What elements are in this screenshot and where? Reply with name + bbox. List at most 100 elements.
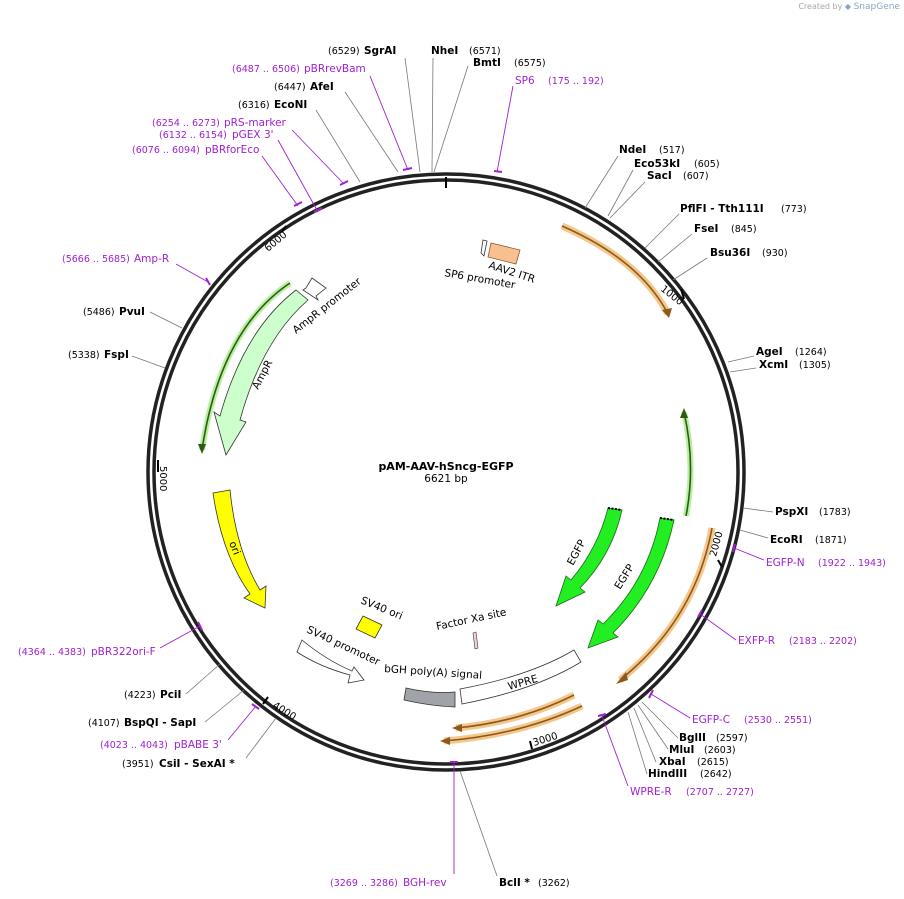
orf-arc-right-line	[619, 527, 713, 681]
enzyme-pos-bsu36i: (930)	[762, 248, 788, 259]
feature-wpre[interactable]	[459, 649, 582, 705]
primer-leader-pbrrevbam	[369, 75, 409, 171]
primer-leader-egfp-n	[733, 547, 765, 561]
enzyme-pos-ndei: (517)	[659, 145, 685, 156]
primer-tick-egfp-c	[648, 689, 654, 699]
enzyme-name-pvui[interactable]: PvuI	[119, 306, 145, 318]
primer-name-amp-r[interactable]: Amp-R	[134, 253, 169, 265]
primer-pos-egfp-n: (1922 .. 1943)	[818, 558, 886, 569]
enzyme-name-hindiii[interactable]: HindIII	[648, 768, 687, 780]
enzyme-name-eco53ki[interactable]: Eco53kI	[634, 158, 680, 170]
enzyme-name-fspi[interactable]: FspI	[104, 349, 129, 361]
feature-ampr-promoter[interactable]	[302, 277, 327, 302]
primer-name-wpre-r[interactable]: WPRE-R	[630, 786, 672, 798]
enzyme-pos-xbai: (2615)	[697, 757, 729, 768]
enzyme-name-pspxi[interactable]: PspXI	[775, 506, 808, 518]
enzyme-name-bsu36i[interactable]: Bsu36I	[710, 247, 750, 259]
enzyme-name-xcmi[interactable]: XcmI	[759, 359, 788, 371]
enzyme-name-nhei[interactable]: NheI	[431, 45, 458, 57]
primer-pos-pgex3: (6132 .. 6154)	[159, 130, 227, 141]
leader-ndei	[584, 155, 619, 209]
feature-factor-xa-site[interactable]	[472, 631, 479, 650]
primer-name-prs-marker[interactable]: pRS-marker	[224, 117, 287, 129]
leader-saci	[609, 181, 646, 219]
leader-pcii	[185, 663, 221, 695]
primer-name-exfp-r[interactable]: EXFP-R	[738, 635, 775, 647]
snapgene-credit: Created by ◆ SnapGene	[798, 2, 900, 12]
enzyme-name-bglii[interactable]: BglII	[679, 732, 706, 744]
leader-ecori	[739, 529, 769, 539]
tick-3000	[529, 740, 533, 750]
enzyme-pos-bcli: (3262)	[538, 878, 570, 889]
primer-leader-egfp-c	[650, 693, 691, 719]
leader-bmti	[433, 65, 469, 173]
primer-name-pgex3[interactable]: pGEX 3'	[232, 129, 274, 141]
backbone-outer	[146, 172, 746, 772]
feature-sv40-ori[interactable]	[355, 615, 383, 639]
primer-tick-amp-r	[205, 277, 211, 286]
enzyme-pos-bglii: (2597)	[716, 733, 748, 744]
primer-pos-wpre-r: (2707 .. 2727)	[686, 787, 754, 798]
orf-arc-bottom-2-line	[443, 705, 583, 742]
primer-leader-exfp-r	[699, 613, 737, 641]
enzyme-name-saci[interactable]: SacI	[647, 170, 672, 182]
leader-agei	[727, 355, 755, 363]
leader-eco53ki	[607, 169, 634, 217]
enzyme-name-afei[interactable]: AfeI	[310, 81, 334, 93]
enzyme-pos-pcii: (4223)	[124, 690, 156, 701]
primer-name-pbabe3[interactable]: pBABE 3'	[174, 739, 222, 751]
feature-sv40-promoter[interactable]	[296, 639, 365, 684]
feature-egfp-2[interactable]	[587, 517, 675, 649]
leader-pflfi	[644, 213, 680, 249]
primer-name-bgh-rev[interactable]: BGH-rev	[403, 877, 447, 889]
enzyme-pos-fspi: (5338)	[68, 350, 100, 361]
primer-leader-wpre-r	[601, 715, 629, 787]
enzyme-name-pcii[interactable]: PciI	[160, 689, 181, 701]
enzyme-name-csii[interactable]: CsiI - SexAI *	[159, 758, 235, 770]
primer-name-pbrrevbam[interactable]: pBRrevBam	[304, 63, 366, 75]
enzyme-name-sgrai[interactable]: SgrAI	[364, 45, 396, 57]
primer-tick-pbrforeco	[293, 201, 303, 207]
enzyme-name-bmti[interactable]: BmtI	[473, 57, 501, 69]
tick-2000	[717, 559, 723, 568]
primer-pos-pbrforeco: (6076 .. 6094)	[132, 145, 200, 156]
primer-name-pbrforeco[interactable]: pBRforEco	[205, 144, 259, 156]
feature-label-ori: ori	[226, 540, 242, 557]
enzyme-name-bcli[interactable]: BclI *	[499, 877, 530, 889]
enzyme-name-mlui[interactable]: MluI	[669, 744, 694, 756]
enzyme-name-bspqi[interactable]: BspQI - SapI	[124, 717, 196, 729]
primer-tick-prs-marker	[339, 180, 349, 186]
feature-aav2-itr[interactable]	[487, 242, 521, 265]
enzyme-pos-pflfi: (773)	[781, 204, 807, 215]
credit-brand: SnapGene	[853, 2, 900, 12]
enzyme-pos-fsei: (845)	[731, 224, 757, 235]
enzyme-name-agei[interactable]: AgeI	[756, 346, 783, 358]
ampr-orf-arc-head	[198, 444, 206, 454]
enzyme-name-ndei[interactable]: NdeI	[619, 144, 646, 156]
primer-leader-sp6	[496, 85, 514, 173]
feature-ampr[interactable]	[213, 289, 309, 456]
feature-ori[interactable]	[212, 489, 267, 609]
primer-name-egfp-c[interactable]: EGFP-C	[692, 714, 730, 726]
plasmid-name: pAM-AAV-hSncg-EGFP	[378, 460, 513, 473]
enzyme-pos-ecori: (1871)	[815, 535, 847, 546]
enzyme-name-xbai[interactable]: XbaI	[659, 756, 686, 768]
primer-leader-lines	[159, 75, 765, 874]
enzyme-name-ecori[interactable]: EcoRI	[770, 534, 803, 546]
feature-sp6-promoter[interactable]	[480, 239, 488, 257]
primer-leader-pgex3	[277, 139, 319, 213]
enzyme-pos-saci: (607)	[683, 171, 709, 182]
primer-name-egfp-n[interactable]: EGFP-N	[766, 557, 805, 569]
enzyme-pos-sgrai: (6529)	[328, 46, 360, 57]
primer-name-pbr322ori-f[interactable]: pBR322ori-F	[91, 646, 156, 658]
enzyme-name-econi[interactable]: EcoNI	[274, 99, 307, 111]
enzyme-name-fsei[interactable]: FseI	[694, 223, 718, 235]
plasmid-size: 6621 bp	[424, 473, 468, 485]
enzyme-name-pflfi[interactable]: PflFI - Tth111I	[680, 203, 764, 215]
feature-egfp-1[interactable]	[555, 507, 623, 607]
primer-name-sp6[interactable]: SP6	[515, 75, 535, 87]
feature-bgh-polya[interactable]	[403, 687, 456, 708]
enzyme-leader-lines	[131, 57, 774, 877]
enzyme-pos-afei: (6447)	[274, 82, 306, 93]
